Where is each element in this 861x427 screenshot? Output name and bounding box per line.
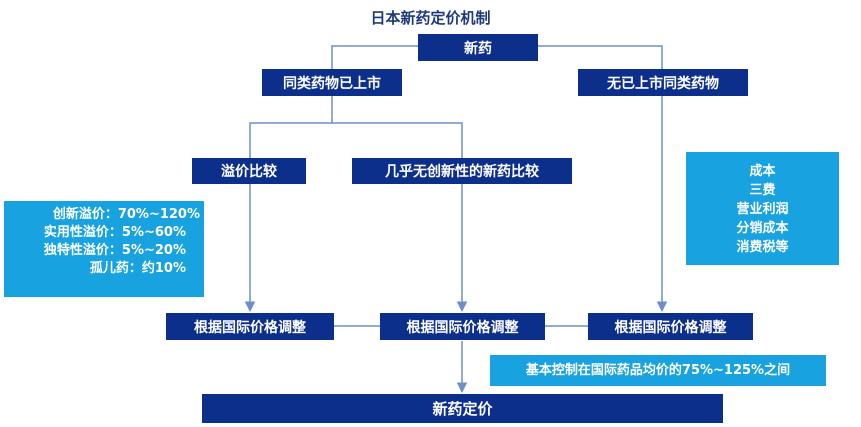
cost-note-distribution: 分销成本 — [736, 221, 789, 236]
range-note: 基本控制在国际药品均价的75%~125%之间 — [490, 355, 826, 386]
node-similar-listed: 同类药物已上市 — [262, 69, 402, 96]
connector-new-to-similar — [331, 45, 418, 69]
node-adjust-international-1: 根据国际价格调整 — [166, 313, 334, 340]
node-final-price: 新药定价 — [202, 394, 723, 423]
node-no-similar: 无已上市同类药物 — [578, 69, 748, 96]
node-adjust-international-3: 根据国际价格调整 — [588, 313, 753, 340]
premium-note-innovation: 创新溢价：70%~120% — [52, 207, 200, 222]
cost-note-expenses: 三费 — [749, 183, 776, 198]
premium-notes-panel: 创新溢价：70%~120% 实用性溢价：5%~60% 独特性溢价：5%~20% … — [4, 201, 204, 297]
premium-note-utility: 实用性溢价：5%~60% — [43, 225, 186, 240]
node-premium-compare: 溢价比较 — [192, 158, 306, 184]
connector-similar-branches — [249, 122, 463, 158]
connector-new-to-nosimilar — [538, 45, 663, 69]
node-adjust-international-2: 根据国际价格调整 — [380, 313, 545, 340]
cost-note-cost: 成本 — [749, 164, 776, 179]
cost-note-profit: 营业利润 — [736, 202, 789, 217]
node-little-innovation: 几乎无创新性的新药比较 — [352, 158, 572, 184]
node-new-drug: 新药 — [418, 34, 538, 61]
premium-note-uniqueness: 独特性溢价：5%~20% — [43, 243, 186, 258]
premium-note-orphan: 孤儿药：约10% — [89, 261, 186, 276]
cost-notes-panel: 成本 三费 营业利润 分销成本 消费税等 — [686, 152, 839, 265]
cost-note-tax: 消费税等 — [736, 240, 789, 255]
diagram-title: 日本新药定价机制 — [370, 9, 491, 27]
